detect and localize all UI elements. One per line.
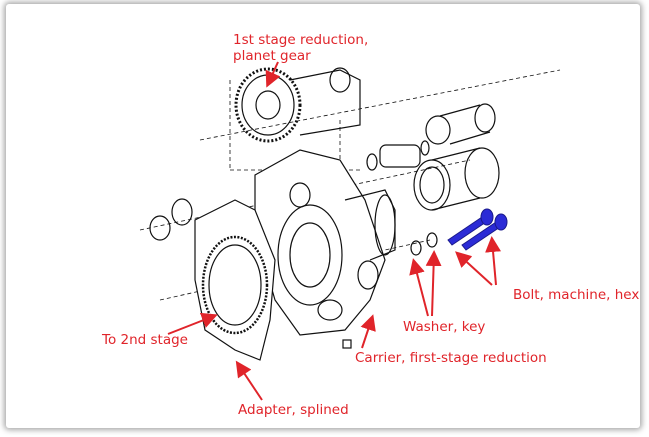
carrier	[254, 149, 396, 336]
label-washer: Washer, key	[403, 319, 486, 335]
hex-bolts	[447, 208, 508, 251]
sleeve	[413, 147, 500, 211]
callout-arrows	[167, 61, 502, 401]
label-to-2nd-stage: To 2nd stage	[102, 332, 188, 348]
label-bolt: Bolt, machine, hex	[513, 287, 640, 303]
label-planet-gear-line2: planet gear	[233, 48, 311, 64]
label-planet-gear: 1st stage reduction, planet gear	[233, 32, 368, 64]
label-carrier: Carrier, first-stage reduction	[355, 350, 547, 366]
key-washers	[410, 232, 438, 256]
label-adapter: Adapter, splined	[238, 402, 349, 418]
planet-gear	[234, 67, 361, 143]
pin-and-rings	[366, 103, 496, 171]
label-planet-gear-line1: 1st stage reduction,	[233, 32, 369, 48]
cap-parts	[149, 198, 352, 349]
